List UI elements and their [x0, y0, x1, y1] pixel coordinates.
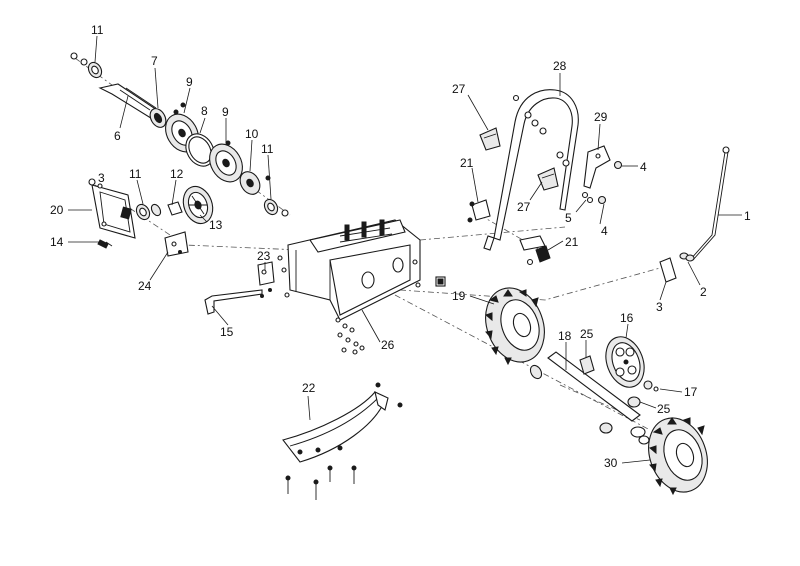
bolt-icon: [285, 465, 357, 500]
bolt-14: [97, 239, 113, 249]
callout-25-upper: 25: [580, 327, 594, 341]
clamp-27-lower: [537, 167, 559, 191]
callout-2: 2: [700, 285, 707, 299]
ring-8: [185, 133, 215, 167]
bearing-11-top: [87, 61, 103, 79]
nut-4-upper: [613, 160, 623, 170]
bracket-3-right: [659, 257, 677, 283]
leader-lines: [68, 35, 742, 464]
callout-26: 26: [381, 338, 395, 352]
plate-20: [88, 178, 136, 239]
bearing-11-right: [263, 198, 289, 217]
callout-24: 24: [138, 279, 152, 293]
knob-21-lower: [526, 245, 551, 266]
nut-icon: [70, 52, 88, 66]
bracket-23: [257, 261, 275, 298]
bracket-24: [164, 231, 189, 257]
spring-2: [679, 252, 695, 262]
control-rod-1: [689, 146, 730, 261]
clip-icon: [435, 276, 446, 287]
callout-22: 22: [302, 381, 316, 395]
callout-13: 13: [209, 218, 223, 232]
callout-27-lower: 27: [517, 200, 531, 214]
shield-plate-22: [282, 382, 403, 500]
callout-19: 19: [452, 289, 466, 303]
gear-7: [149, 108, 167, 128]
callout-10: 10: [245, 127, 259, 141]
clip-21-upper: [467, 199, 491, 223]
callout-11-right: 11: [261, 142, 274, 156]
hub-10: [239, 171, 261, 195]
callout-3-left: 3: [98, 171, 105, 185]
callout-30: 30: [604, 456, 618, 470]
callout-12: 12: [170, 167, 184, 181]
callout-21-lower: 21: [565, 235, 579, 249]
tread-icon: [648, 417, 705, 496]
hub-25-upper: [579, 355, 595, 375]
bearing-11-lower: [135, 203, 162, 221]
lever-15: [204, 289, 263, 315]
callout-29: 29: [594, 110, 608, 124]
hub-25-lower: [599, 396, 650, 445]
callout-20: 20: [50, 203, 64, 217]
spacer-12: [167, 201, 183, 216]
drive-shaft-assembly: [70, 52, 289, 217]
callout-15: 15: [220, 325, 234, 339]
callout-8: 8: [201, 104, 208, 118]
spacer-17: [643, 380, 659, 392]
gear-16: [605, 336, 645, 388]
callout-16: 16: [620, 311, 634, 325]
frame-housing-26: [277, 219, 446, 355]
screw-icon: [173, 102, 271, 181]
callout-28: 28: [553, 59, 567, 73]
callout-27-upper: 27: [452, 82, 466, 96]
wheel-30: [648, 417, 708, 496]
side-plate-assembly: [88, 178, 214, 257]
callout-17: 17: [684, 385, 698, 399]
nut-4-lower: [597, 195, 607, 205]
drive-wheel-13: [182, 185, 214, 225]
fastener-set-icon: [335, 317, 365, 355]
callout-25-lower: 25: [657, 402, 671, 416]
bracket-29: [583, 145, 611, 189]
handle-28: [483, 89, 579, 251]
callout-9-lower: 9: [222, 105, 229, 119]
callout-11-top: 11: [91, 23, 104, 37]
callout-9-upper: 9: [186, 75, 193, 89]
callout-3-right: 3: [656, 300, 663, 314]
clamp-27-upper: [479, 127, 501, 151]
callout-6: 6: [114, 129, 121, 143]
callout-11-lower: 11: [129, 167, 142, 181]
callout-labels: 11 7 9 8 9 10 11 6 11 12 3 20 13 14 24 2…: [50, 23, 751, 470]
callout-5: 5: [565, 211, 572, 225]
bolt-5: [581, 191, 594, 204]
callout-23: 23: [257, 249, 271, 263]
axle-18: [529, 351, 641, 422]
callout-1: 1: [744, 209, 751, 223]
callout-14: 14: [50, 235, 64, 249]
callout-21-upper: 21: [460, 156, 474, 170]
tread-icon: [484, 289, 539, 366]
wheel-19: [484, 287, 545, 366]
callout-4-lower: 4: [601, 224, 608, 238]
callout-7: 7: [151, 54, 158, 68]
callout-18: 18: [558, 329, 572, 343]
callout-4-upper: 4: [640, 160, 647, 174]
gear-9-lower: [209, 143, 243, 183]
